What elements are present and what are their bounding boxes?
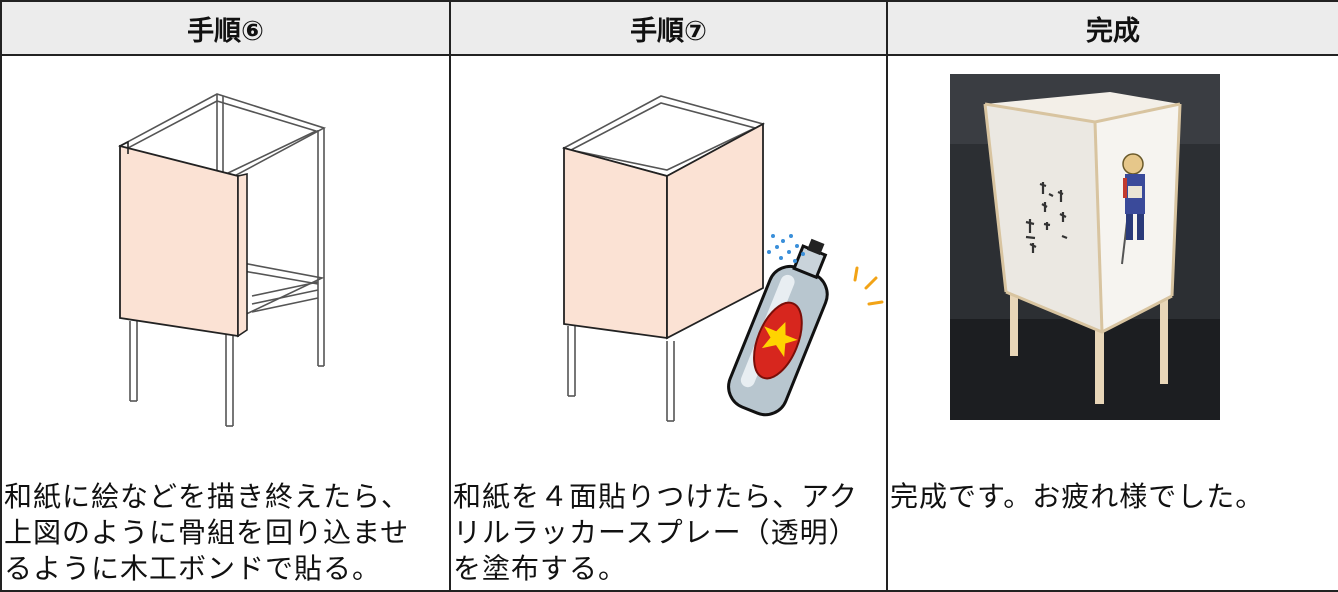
finished-lantern-photo	[950, 74, 1220, 420]
step6-frame-illustration	[117, 93, 327, 427]
step6-caption-line-2: 上図のように骨組を回り込ませ	[4, 516, 410, 549]
complete-caption-line-1: 完成です。お疲れ様でした。	[890, 480, 1265, 513]
step7-caption-line-3: を塗布する。	[453, 552, 628, 585]
header-row: 手順⑥ 手順⑦ 完成	[0, 0, 1338, 56]
illustration-row	[0, 54, 1338, 471]
complete-caption-cell: 完成です。お疲れ様でした。	[886, 471, 1338, 592]
spray-mist	[767, 234, 805, 263]
complete-photo-cell	[886, 54, 1338, 471]
caption-row: 和紙に絵などを描き終えたら、 上図のように骨組を回り込ませ るように木工ボンドで…	[0, 471, 1338, 592]
warrior-figure	[1121, 153, 1145, 265]
step6-caption-line-1: 和紙に絵などを描き終えたら、	[4, 480, 411, 513]
step6-caption-cell: 和紙に絵などを描き終えたら、 上図のように骨組を回り込ませ るように木工ボンドで…	[0, 471, 451, 592]
step6-heading: 手順⑥	[0, 0, 451, 56]
step7-caption-line-2: リルラッカースプレー（透明）	[453, 516, 858, 549]
step6-caption-line-3: るように木工ボンドで貼る。	[4, 552, 382, 585]
complete-heading: 完成	[886, 0, 1338, 56]
step7-heading: 手順⑦	[449, 0, 888, 56]
step7-caption-line-1: 和紙を４面貼りつけたら、アク	[453, 480, 858, 513]
step7-frame-illustration	[561, 95, 884, 422]
step7-caption-cell: 和紙を４面貼りつけたら、アク リルラッカースプレー（透明） を塗布する。	[449, 471, 888, 592]
step6-illustration-cell	[0, 54, 451, 471]
step7-illustration-cell	[449, 54, 888, 471]
